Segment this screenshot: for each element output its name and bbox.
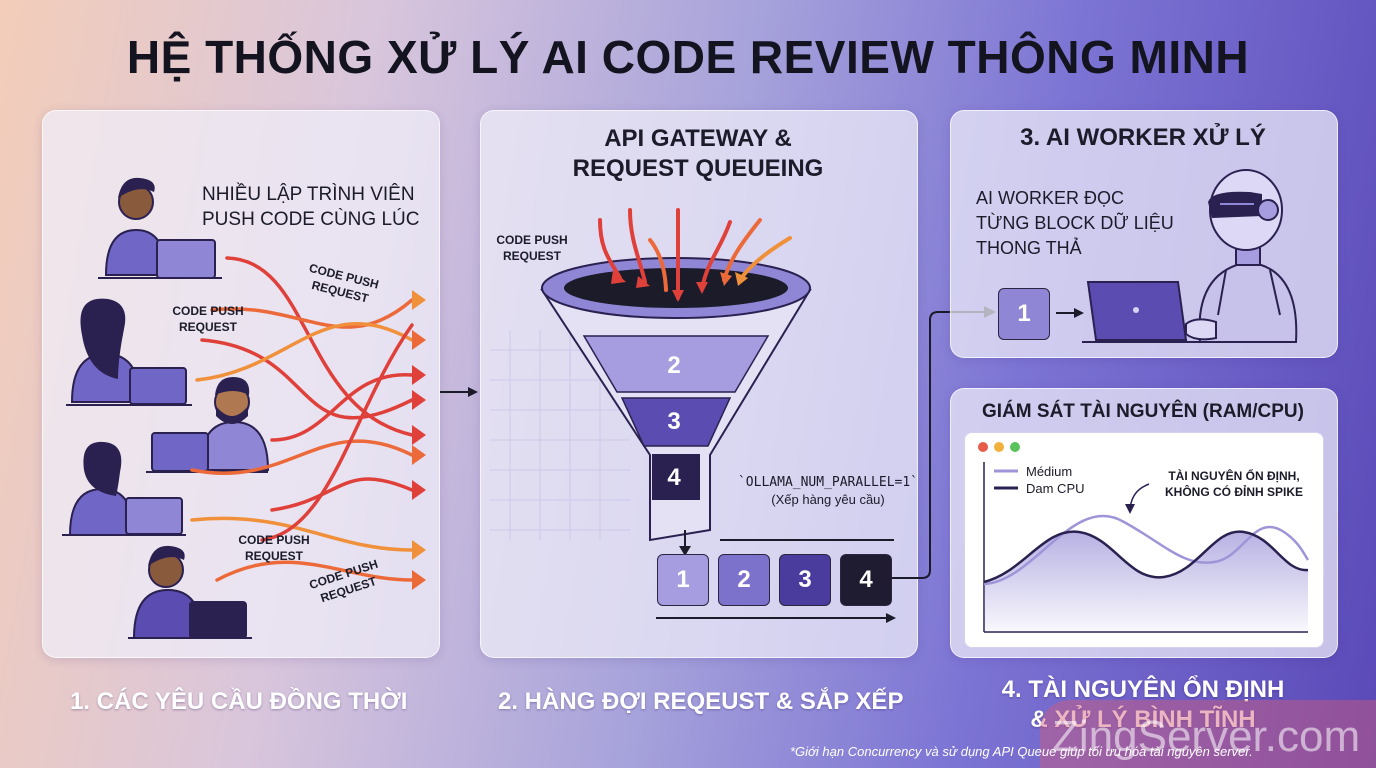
developer-2-icon [66,298,192,406]
robot-icon [1185,169,1298,343]
window-close-icon [978,442,988,452]
panel4-caption: 4. TÀI NGUYÊN ỔN ĐỊNH & XỬ LÝ BÌNH TĨNH [1001,676,1285,733]
page-title: HỆ THỐNG XỬ LÝ AI CODE REVIEW THÔNG MINH [126,31,1250,83]
cpu-area [984,531,1308,632]
watermark: ZingServer.com [1052,712,1361,761]
series-cpu-line [983,530,1309,584]
watermark-background [1040,700,1376,768]
queue-item-1: 1 [657,554,709,606]
panel4-heading: GIÁM SÁT TÀI NGUYÊN (RAM/CPU) [982,401,1304,422]
funnel-layer-2 [582,335,770,393]
window-controls [978,442,1020,452]
panel1-caption: 1. CÁC YÊU CẦU ĐỒNG THỜI [70,688,408,715]
resource-annotation: TÀI NGUYÊN ỔN ĐỊNH, KHÔNG CÓ ĐỈNH SPIKE [1164,469,1303,499]
window-maximize-icon [1010,442,1020,452]
panel1-label-2: CODE PUSH REQUEST [172,304,244,334]
panel3-description: AI WORKER ĐỌC TỪNG BLOCK DỮ LIỆU THONG T… [976,188,1174,258]
funnel-layer-4 [652,454,700,500]
funnel-illustration [490,208,896,623]
developer-1-icon [98,177,222,279]
panel2-heading: API GATEWAY & REQUEST QUEUEING [572,125,824,182]
window-minimize-icon [994,442,1004,452]
panel1-label-3: CODE PUSH REQUEST [238,533,310,563]
queue-item-2: 2 [718,554,770,606]
developer-5-icon [128,545,252,639]
panel3-heading: 3. AI WORKER XỬ LÝ [1020,124,1266,151]
flow-arrow-1 [440,387,478,397]
worker-data-block: 1 [998,288,1050,340]
developer-3-icon [146,377,270,473]
request-arrows [190,256,414,582]
developer-4-icon [62,441,186,536]
funnel-item-4: 4 [667,464,681,491]
funnel-item-2: 2 [667,352,681,379]
config-note: `OLLAMA_NUM_PARALLEL=1` (Xếp hàng yêu cầ… [737,475,918,507]
queue-item-4: 4 [840,554,892,606]
panel1-heading: NHIỀU LẬP TRÌNH VIÊN PUSH CODE CÙNG LÚC [202,184,420,230]
legend-medium: Médium [1026,464,1073,479]
request-arrowheads [412,290,426,590]
worker-illustration [1056,169,1298,343]
developers-illustration [62,177,426,639]
panel2-caption: 2. HÀNG ĐỢI REQEUST & SẮP XẾP [498,688,904,715]
resource-chart [983,462,1310,633]
footnote: *Giới hạn Concurrency và sử dụng API Que… [790,744,1253,759]
legend-cpu: Dam CPU [1026,481,1085,496]
legend-swatches [994,469,1018,490]
funnel-layer-3 [620,397,732,447]
queue-item-3: 3 [779,554,831,606]
panel2-label: CODE PUSH REQUEST [496,233,568,263]
funnel-item-3: 3 [667,408,681,435]
